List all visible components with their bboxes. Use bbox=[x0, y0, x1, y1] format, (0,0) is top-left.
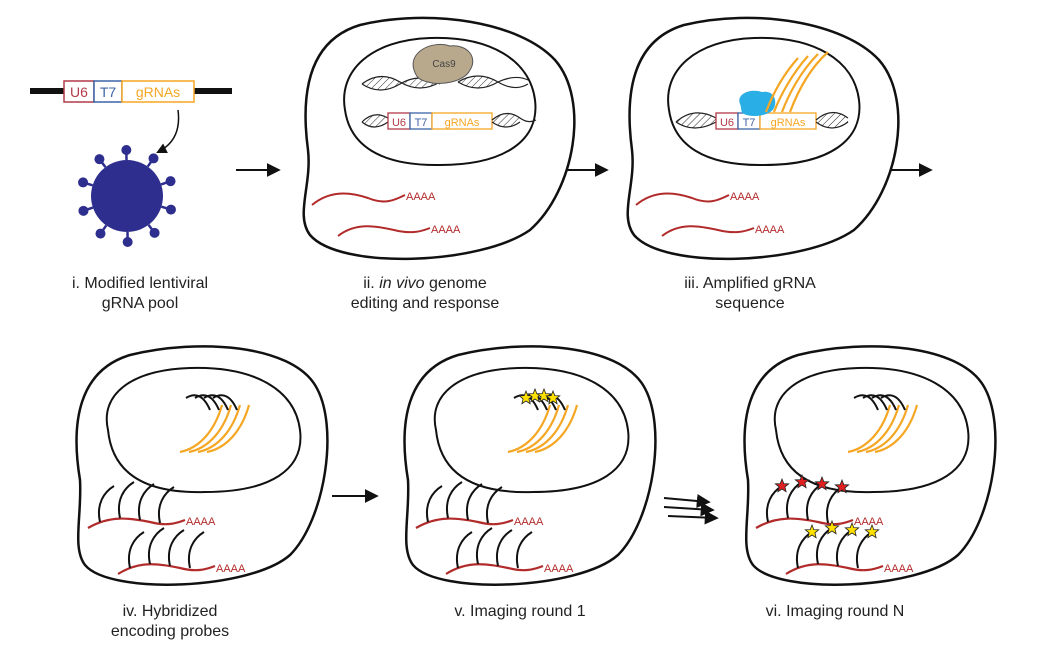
virus-spike-knob bbox=[78, 206, 88, 216]
step-2-caption: ii. in vivo genome editing and response bbox=[320, 274, 530, 314]
step-5-line1: v. Imaging round 1 bbox=[420, 602, 620, 622]
u6-label: U6 bbox=[70, 84, 88, 100]
virus-spike-knob bbox=[78, 177, 88, 187]
u6-label-cell: U6 bbox=[720, 117, 734, 129]
nucleus bbox=[775, 368, 969, 492]
t7-label-cell: T7 bbox=[415, 117, 428, 129]
t7-label-cell: T7 bbox=[743, 117, 756, 129]
multi-round-arrows bbox=[664, 498, 716, 518]
nucleus bbox=[107, 368, 301, 492]
polya-tail: AAAA bbox=[514, 516, 544, 528]
cas9-label: Cas9 bbox=[432, 59, 456, 70]
cell-step-6: AAAA AAAA bbox=[745, 346, 996, 584]
virus-spike-knob bbox=[94, 154, 104, 164]
step-4-line1: iv. Hybridized bbox=[80, 602, 260, 622]
step-1-line2: gRNA pool bbox=[50, 294, 230, 314]
cell-step-4: AAAA AAAA bbox=[77, 346, 328, 584]
virus-spike-knob bbox=[149, 153, 159, 163]
step-2-prefix: ii. bbox=[363, 275, 379, 292]
virus-spike-knob bbox=[95, 229, 105, 239]
nucleus bbox=[435, 368, 629, 492]
step-3-line2: sequence bbox=[650, 294, 850, 314]
virus-spike-knob bbox=[150, 228, 160, 238]
polya-tail: AAAA bbox=[406, 191, 436, 203]
polya-tail: AAAA bbox=[884, 563, 914, 575]
virus-spike-knob bbox=[123, 237, 133, 247]
grnas-label: gRNAs bbox=[136, 84, 180, 100]
lentiviral-construct: U6 T7 gRNAs bbox=[30, 81, 232, 102]
step-1-caption: i. Modified lentiviral gRNA pool bbox=[50, 274, 230, 314]
cell-step-3: U6 T7 gRNAs AAAA AAAA bbox=[628, 18, 899, 259]
step-3-line1: iii. Amplified gRNA bbox=[650, 274, 850, 294]
step-6-caption: vi. Imaging round N bbox=[735, 602, 935, 622]
polya-tail: AAAA bbox=[755, 224, 785, 236]
u6-label-cell: U6 bbox=[392, 117, 406, 129]
step-4-line2: encoding probes bbox=[80, 622, 260, 642]
step-2-line2: editing and response bbox=[320, 294, 530, 314]
polya-tail: AAAA bbox=[216, 563, 246, 575]
step-2-italic: in vivo bbox=[379, 275, 424, 292]
grnas-label-cell: gRNAs bbox=[445, 117, 480, 129]
packaging-arrow bbox=[158, 110, 179, 152]
virus-capsid bbox=[91, 160, 163, 232]
polya-tail: AAAA bbox=[730, 191, 760, 203]
step-3-caption: iii. Amplified gRNA sequence bbox=[650, 274, 850, 314]
grnas-label-cell: gRNAs bbox=[771, 117, 806, 129]
virus-spike-knob bbox=[166, 176, 176, 186]
step-2-suffix: genome bbox=[425, 275, 487, 292]
polya-tail: AAAA bbox=[544, 563, 574, 575]
lentivirus-particle bbox=[78, 145, 176, 247]
step-6-line1: vi. Imaging round N bbox=[735, 602, 935, 622]
step-5-caption: v. Imaging round 1 bbox=[420, 602, 620, 622]
cell-step-5: AAAA AAAA bbox=[405, 346, 656, 584]
polya-tail: AAAA bbox=[431, 224, 461, 236]
polya-tail: AAAA bbox=[854, 516, 884, 528]
virus-spike-knob bbox=[166, 205, 176, 215]
cell-step-2: Cas9 U6 T7 gRNAs AAAA AAAA bbox=[304, 18, 575, 259]
t7-label: T7 bbox=[100, 84, 117, 100]
step-4-caption: iv. Hybridized encoding probes bbox=[80, 602, 260, 642]
step-2-line1: ii. in vivo genome bbox=[320, 274, 530, 294]
polya-tail: AAAA bbox=[186, 516, 216, 528]
virus-spike-knob bbox=[121, 145, 131, 155]
step-1-line1: i. Modified lentiviral bbox=[50, 274, 230, 294]
